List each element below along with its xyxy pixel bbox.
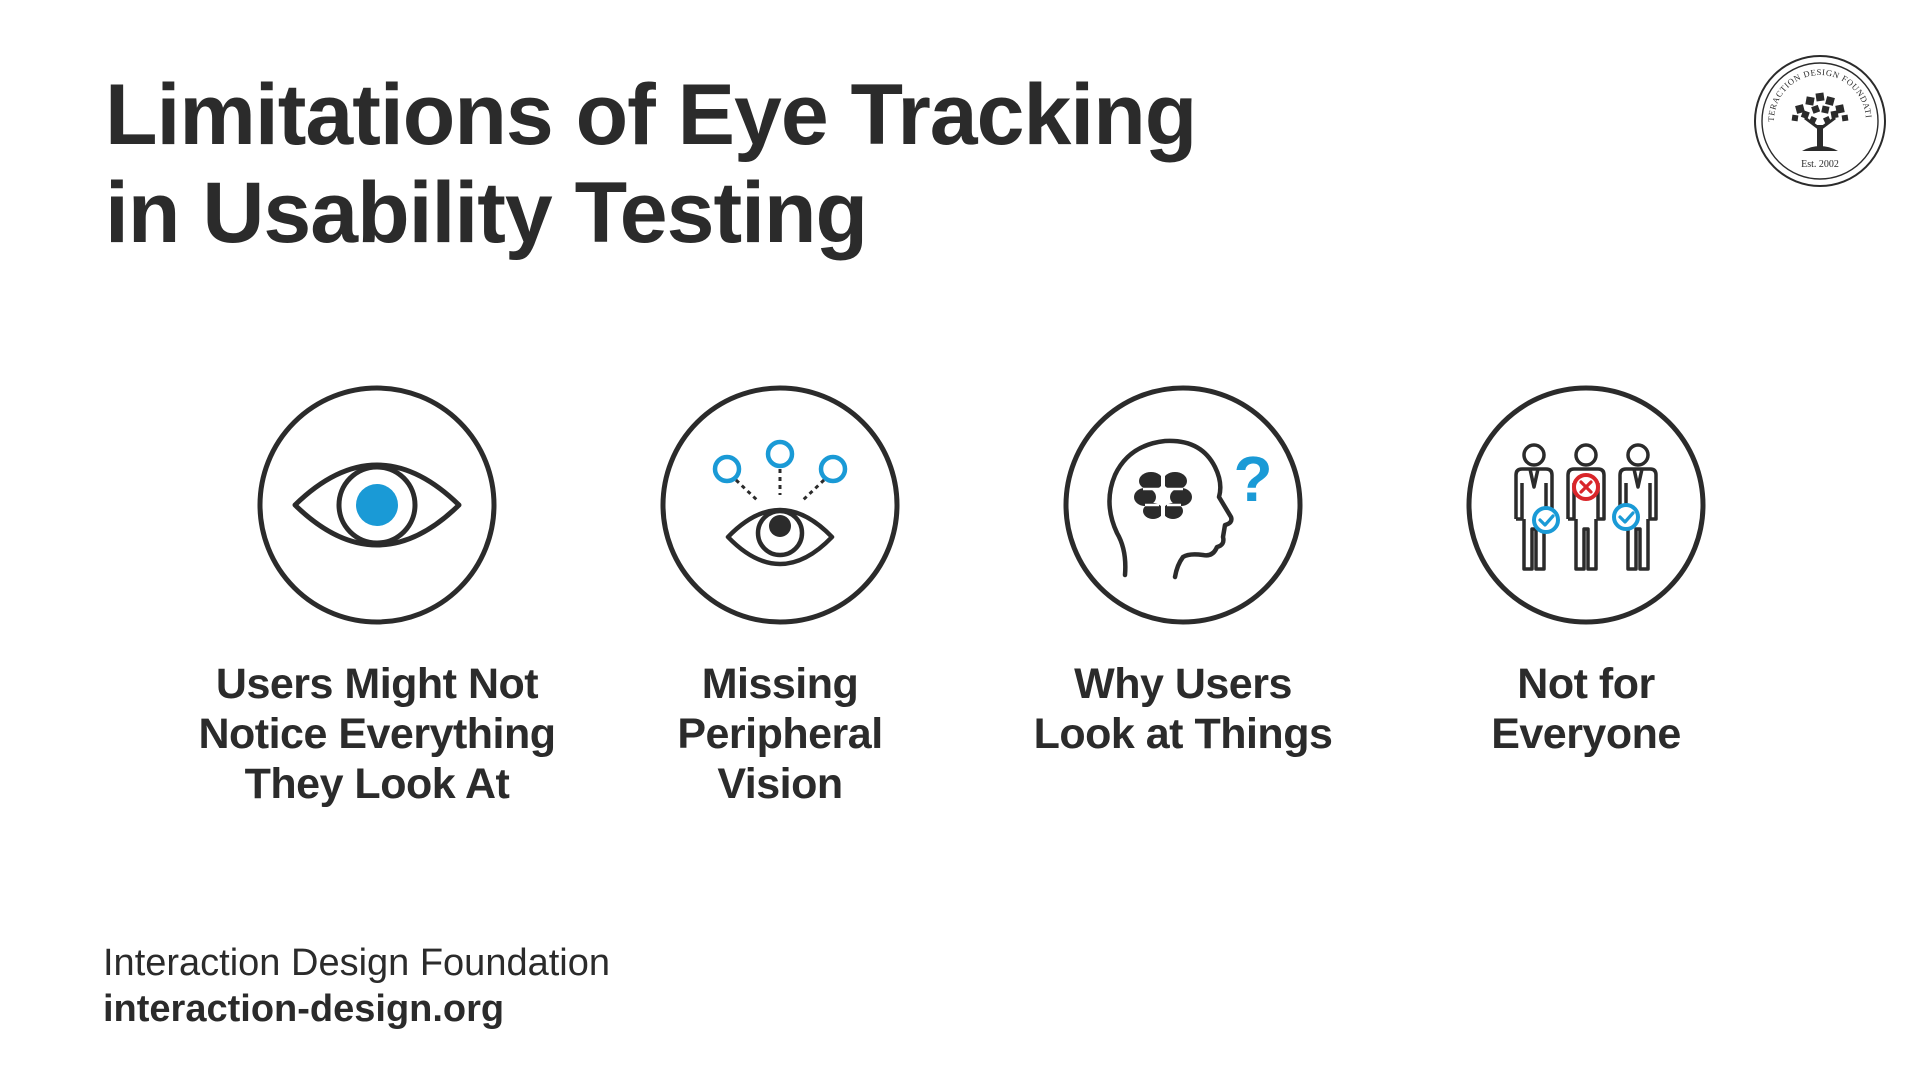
title-line-2: in Usability Testing [105, 165, 868, 261]
limitation-item: Not for Everyone [1366, 385, 1806, 759]
limitation-item: Missing Peripheral Vision [560, 385, 1000, 809]
brain-icon [1134, 471, 1192, 521]
footer: Interaction Design Foundation interactio… [103, 940, 610, 1032]
logo-est-text: Est. 2002 [1801, 159, 1839, 170]
person-icon [1566, 443, 1606, 571]
person-icon [1514, 443, 1554, 571]
idf-logo-seal-icon: INTERACTION DESIGN FOUNDATION Est. 2002 [1749, 45, 1886, 187]
title-line-1: Limitations of Eye Tracking [105, 67, 1197, 163]
limitations-list: Users Might Not Notice Everything They L… [0, 385, 1920, 845]
limitation-label: Not for Everyone [1491, 660, 1681, 758]
footer-website-url: interaction-design.org [103, 988, 505, 1030]
question-mark-icon: ? [1233, 443, 1272, 515]
limitation-label: Missing Peripheral Vision [677, 660, 883, 808]
eye-icon [257, 385, 497, 625]
limitation-label: Why Users Look at Things [1033, 660, 1333, 758]
idf-logo: INTERACTION DESIGN FOUNDATION Est. 2002 [1749, 45, 1888, 189]
peripheral-vision-icon [660, 385, 900, 625]
limitation-label: Users Might Not Notice Everything They L… [198, 660, 556, 808]
check-badge-icon [1612, 503, 1640, 531]
limitation-item: Users Might Not Notice Everything They L… [157, 385, 597, 809]
page-title: Limitations of Eye Tracking in Usability… [105, 66, 1197, 262]
check-badge-icon [1532, 506, 1560, 534]
limitation-item: ? Why Users Look at Things [963, 385, 1403, 759]
people-group-icon [1466, 385, 1706, 625]
footer-organization-name: Interaction Design Foundation [103, 942, 610, 984]
cross-badge-icon [1572, 473, 1600, 501]
head-question-icon: ? [1063, 385, 1303, 625]
